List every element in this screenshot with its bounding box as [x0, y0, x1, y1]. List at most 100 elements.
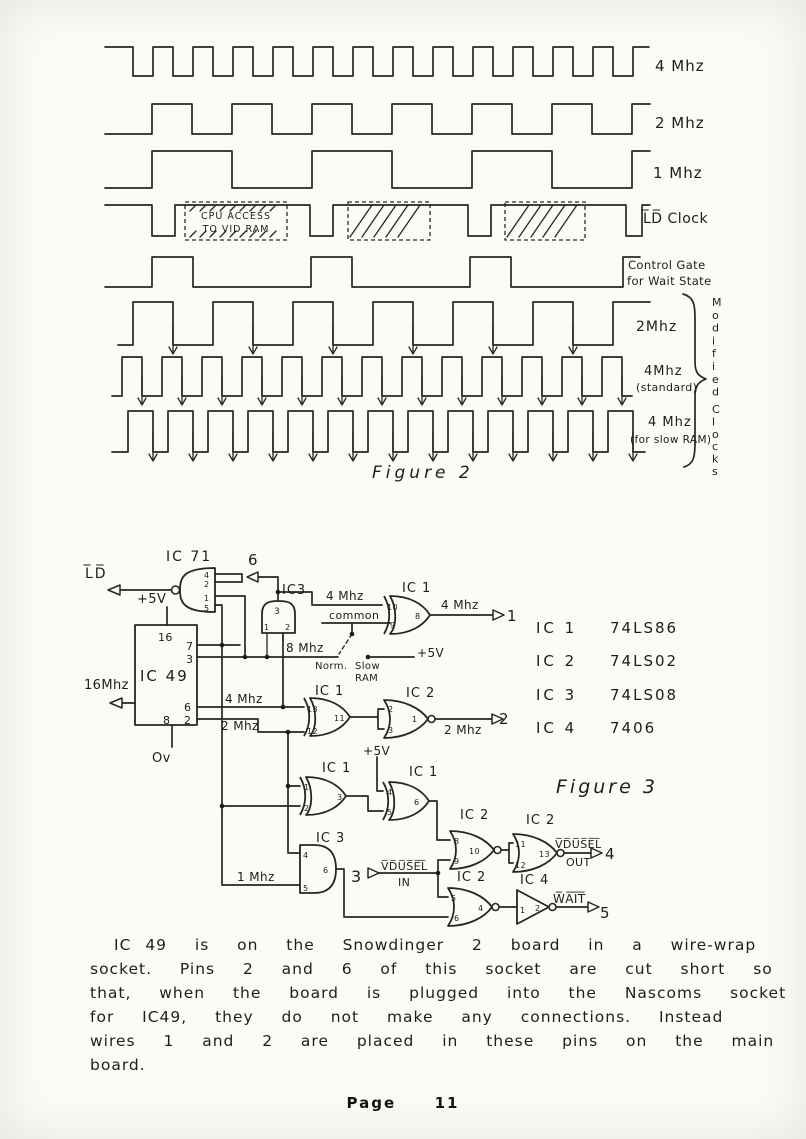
circuit-label: 5	[303, 884, 309, 893]
inverter-bubble	[170, 585, 181, 595]
brace-letter: d	[712, 386, 719, 399]
circuit-label: IC 2	[406, 686, 435, 701]
circuit-label: 4	[478, 904, 484, 913]
ic-ref: IC 3	[536, 686, 577, 704]
gate-back-arc	[303, 697, 311, 737]
circuit-label: common	[329, 609, 379, 622]
falling-edge-arrowhead	[217, 397, 227, 406]
circuit-label: 4	[387, 788, 393, 797]
waveform-label: (for slow RAM)	[630, 434, 711, 446]
hatch-line	[554, 204, 578, 238]
circuit-label: 4 Mhz	[326, 589, 364, 603]
xor-gate-ic1-d	[382, 781, 430, 821]
waveform-label: Figure 2	[372, 463, 474, 483]
circuit-label: 3	[186, 653, 193, 666]
circuit-label: 5	[204, 604, 210, 613]
waveform-label: 4Mhz	[644, 364, 683, 379]
gate-body	[305, 776, 347, 816]
gate-body	[299, 844, 337, 894]
circuit-label: 3	[388, 726, 394, 735]
falling-edge-arrowhead	[268, 453, 278, 462]
waveform-row-1mhz	[104, 150, 651, 189]
inverter-bubble	[427, 714, 436, 724]
nor-gate-ic2-c	[447, 887, 500, 927]
wire6-arrow	[246, 571, 259, 583]
hatch-tick	[259, 204, 267, 212]
hatch-tick	[199, 230, 207, 238]
waveform-label: 4 Mhz	[648, 415, 692, 430]
circuit-label: IC3	[282, 583, 306, 598]
output4-arrow	[590, 847, 603, 859]
falling-edge-arrowhead	[188, 453, 198, 462]
circuit-label: OUT	[566, 856, 591, 869]
nand-gate-ic71	[170, 567, 216, 613]
falling-edge-arrowhead	[257, 397, 267, 406]
ic-part: 74LS08	[610, 686, 678, 704]
gate-input-stubs	[266, 632, 284, 658]
junction-dot	[219, 803, 225, 809]
junction-dot	[285, 729, 291, 735]
inverter-bubble	[491, 902, 500, 912]
falling-edge-arrowhead	[137, 397, 147, 406]
hatch-tick	[189, 204, 197, 212]
waveform-row-2mhz	[104, 103, 651, 135]
falling-edge-arrowhead	[337, 397, 347, 406]
falling-edge-arrowhead	[148, 453, 158, 462]
circuit-label: IC 3	[316, 831, 345, 846]
gate-body	[512, 833, 558, 873]
circuit-label: IC 49	[140, 667, 189, 685]
brace-letter: C	[712, 403, 720, 416]
hatch-line	[530, 204, 554, 238]
falling-edge-arrowhead	[417, 397, 427, 406]
waveform-label: 4 Mhz	[655, 57, 705, 75]
hatched-box	[347, 201, 431, 241]
waveform-label: 2Mhz	[636, 319, 677, 335]
waveform-row-ld-clock	[104, 204, 651, 237]
switch-blade-dashed	[338, 633, 353, 655]
circuit-label: 2	[535, 904, 541, 913]
waveform-trace	[111, 356, 633, 397]
brace-letter: o	[712, 428, 719, 441]
waveform-trace	[104, 150, 651, 189]
junction-dot	[219, 642, 225, 648]
circuit-label: 6	[184, 701, 191, 714]
cpu-access-text: CPU ACCESS	[201, 211, 271, 222]
falling-edge-arrowhead	[568, 346, 578, 355]
output5-arrow	[587, 901, 600, 913]
falling-edge-arrowhead	[308, 453, 318, 462]
falling-edge-arrowhead	[617, 397, 627, 406]
falling-edge-arrowhead	[408, 346, 418, 355]
hatch-tick	[219, 230, 227, 238]
gate-body	[261, 600, 296, 634]
inverter-bubble	[548, 902, 557, 912]
circuit-label: 4 Mhz	[225, 692, 263, 706]
waveform-label: (standard)	[636, 381, 697, 394]
circuit-label: IC 1	[409, 765, 438, 780]
falling-edge-arrowhead	[348, 453, 358, 462]
falling-edge-arrowhead	[548, 453, 558, 462]
falling-edge-arrowhead	[428, 453, 438, 462]
circuit-label: 2	[285, 623, 291, 632]
circuit-label: W̅A̅I̅T̅	[553, 891, 586, 906]
circuit-label: 8	[163, 714, 170, 727]
16mhz-arrow	[109, 697, 123, 709]
circuit-label: V̅D̅U̅S̅E̅L̅	[381, 860, 428, 873]
brace-letter: i	[712, 360, 715, 373]
hatch-tick	[269, 204, 277, 212]
falling-edge-arrowhead	[577, 397, 587, 406]
circuit-label: 5	[600, 904, 610, 922]
cpu-access-text: TO VID RAM	[202, 224, 270, 235]
circuit-label: 12	[307, 727, 318, 736]
circuit-label: 9	[454, 857, 460, 866]
note-line: wires 1 and 2 are placed in these pins o…	[90, 1032, 775, 1050]
junction-dot	[275, 589, 281, 595]
brace-letter: i	[712, 334, 715, 347]
brace-letter: k	[712, 453, 719, 466]
waveform-label: 1 Mhz	[653, 164, 703, 182]
circuit-label: 10	[387, 603, 398, 612]
gate-body	[447, 887, 493, 927]
falling-edge-arrowhead	[388, 453, 398, 462]
junction-dot	[264, 654, 270, 660]
